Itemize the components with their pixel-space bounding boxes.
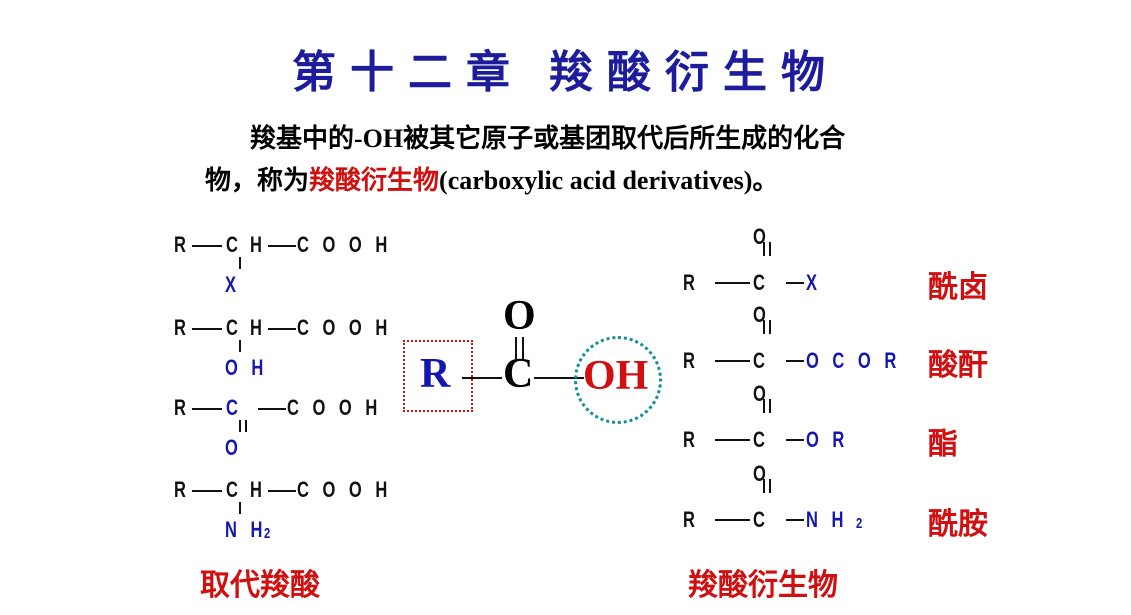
bond xyxy=(763,479,765,493)
bond xyxy=(258,408,286,410)
bond xyxy=(763,242,765,256)
substituent: N H xyxy=(806,507,848,532)
atom-h: H xyxy=(250,315,267,340)
atom-c: C xyxy=(226,232,243,257)
bond xyxy=(769,320,771,334)
bond xyxy=(769,479,771,493)
bond xyxy=(462,377,502,379)
intro-prefix: 物，称为 xyxy=(205,166,310,195)
left-caption: 取代羧酸 xyxy=(200,568,320,603)
intro-line-2: 物，称为羧酸衍生物(carboxylic acid derivatives)。 xyxy=(205,160,778,197)
bond xyxy=(245,420,247,432)
bond xyxy=(239,502,241,514)
atom-r: R xyxy=(174,395,191,420)
bond xyxy=(786,360,804,362)
bond xyxy=(268,490,296,492)
carboxyl-group: C O O H xyxy=(297,315,392,340)
center-c: C xyxy=(503,351,534,397)
bond xyxy=(268,328,296,330)
derivative-name: 酰胺 xyxy=(928,507,988,542)
atom-o: O xyxy=(753,381,771,406)
center-r: R xyxy=(420,351,451,397)
bond xyxy=(192,245,222,247)
carboxyl-group: C O O H xyxy=(287,395,382,420)
substituent: O C O R xyxy=(806,348,901,373)
atom-c: C xyxy=(753,270,770,295)
subscript: 2 xyxy=(264,525,275,542)
bond xyxy=(715,519,750,521)
bond xyxy=(192,490,222,492)
bond xyxy=(192,408,222,410)
atom-r: R xyxy=(683,348,700,373)
double-bond xyxy=(522,337,524,359)
atom-r: R xyxy=(683,270,700,295)
right-caption: 羧酸衍生物 xyxy=(688,568,838,603)
bond xyxy=(715,360,750,362)
substituent: N H xyxy=(225,517,267,542)
carboxyl-group: C O O H xyxy=(297,477,392,502)
bond xyxy=(192,328,222,330)
subscript: 2 xyxy=(856,515,867,532)
substituent: O xyxy=(225,435,243,460)
intro-line-1: 羧基中的-OH被其它原子或基团取代后所生成的化合 xyxy=(250,124,846,153)
bond xyxy=(769,399,771,413)
bond xyxy=(786,519,804,521)
atom-c: C xyxy=(226,315,243,340)
atom-r: R xyxy=(174,315,191,340)
substituent: O H xyxy=(225,355,268,380)
slide-title: 第十二章 羧酸衍生物 xyxy=(292,48,839,97)
bond xyxy=(534,377,584,379)
atom-o: O xyxy=(753,302,771,327)
bond xyxy=(239,420,241,432)
intro-suffix: (carboxylic acid derivatives)。 xyxy=(439,166,779,195)
atom-c: C xyxy=(753,507,770,532)
derivative-name: 酸酐 xyxy=(928,348,988,383)
bond xyxy=(715,439,750,441)
bond xyxy=(763,320,765,334)
atom-o: O xyxy=(753,461,771,486)
derivative-name: 酰卤 xyxy=(928,270,988,305)
bond xyxy=(786,282,804,284)
atom-c: C xyxy=(226,395,243,420)
atom-r: R xyxy=(174,232,191,257)
atom-c: C xyxy=(753,427,770,452)
bond xyxy=(786,439,804,441)
atom-r: R xyxy=(683,427,700,452)
center-oh: OH xyxy=(583,353,649,399)
atom-o: O xyxy=(753,224,771,249)
bond xyxy=(268,245,296,247)
double-bond xyxy=(515,337,517,359)
substituent: O R xyxy=(806,427,849,452)
atom-h: H xyxy=(250,477,267,502)
carboxyl-group: C O O H xyxy=(297,232,392,257)
atom-c: C xyxy=(753,348,770,373)
atom-h: H xyxy=(250,232,267,257)
oh-circle xyxy=(574,336,662,424)
bond xyxy=(239,340,241,352)
intro-highlight: 羧酸衍生物 xyxy=(309,166,440,195)
r-box xyxy=(403,340,473,412)
bond xyxy=(715,282,750,284)
substituent: X xyxy=(225,272,241,297)
bond xyxy=(769,242,771,256)
atom-r: R xyxy=(683,507,700,532)
substituent: X xyxy=(806,270,822,295)
derivative-name: 酯 xyxy=(928,427,958,462)
bond xyxy=(239,257,241,269)
atom-r: R xyxy=(174,477,191,502)
bond xyxy=(763,399,765,413)
atom-c: C xyxy=(226,477,243,502)
center-o: O xyxy=(503,293,536,339)
